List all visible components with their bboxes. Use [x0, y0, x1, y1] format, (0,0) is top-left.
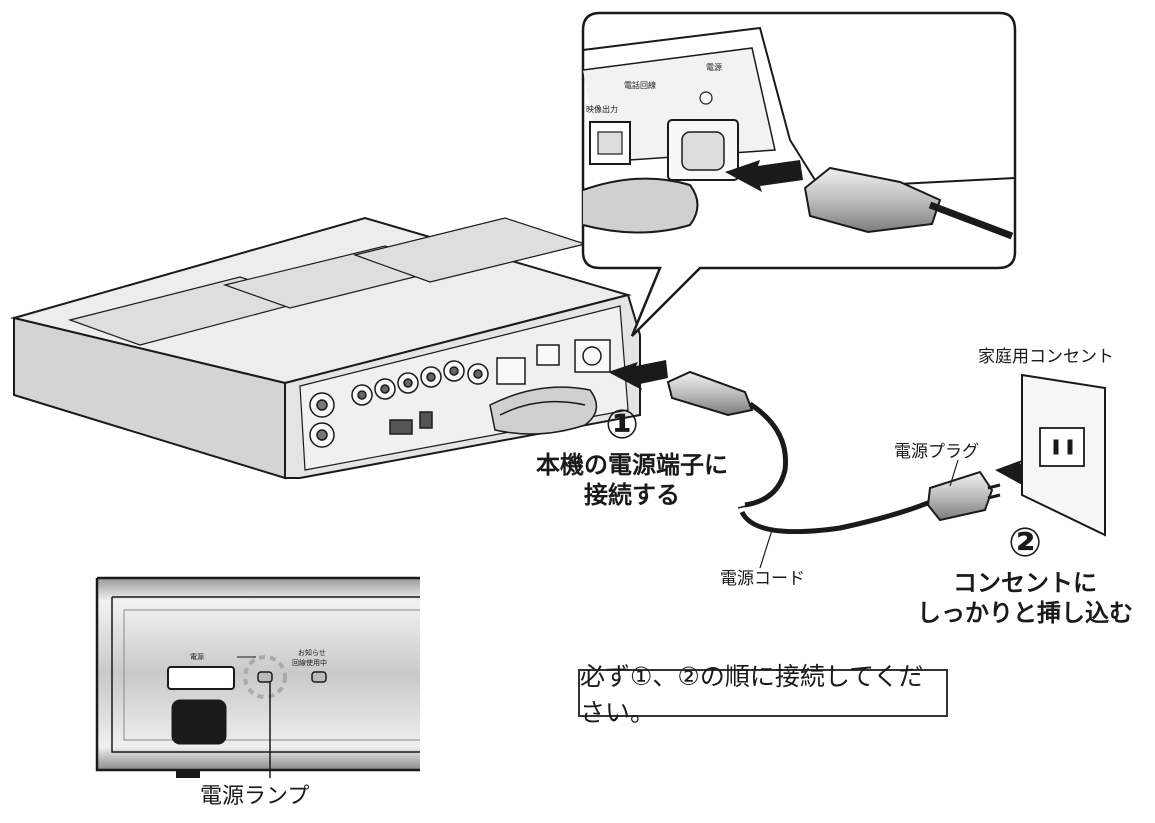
front-power-button-label: 電源	[190, 653, 204, 661]
outlet-label: 家庭用コンセント	[978, 347, 1114, 367]
cord-label: 電源コード	[720, 569, 805, 589]
step-1-text-line2: 接続する	[584, 481, 680, 509]
step-1-number: ①	[605, 402, 639, 448]
insert-arrow-rear	[608, 360, 668, 390]
order-note-box: 必ず①、②の順に接続してください。	[578, 662, 948, 727]
inset-phone-line-label: 電話回線	[624, 81, 656, 90]
front-panel	[95, 576, 420, 778]
plug-label: 電源プラグ	[894, 442, 979, 462]
step-2-number: ②	[1008, 520, 1042, 566]
wall-outlet	[1021, 373, 1106, 537]
step-2-text-line1: コンセントに	[953, 569, 1097, 597]
front-notice-label: お知らせ	[298, 649, 326, 657]
inset-video-out-label: 映像出力	[586, 105, 618, 114]
step-2-text-line2: しっかりと挿し込む	[917, 599, 1133, 627]
rear-connectors	[309, 339, 611, 448]
power-lamp-label: 電源ランプ	[200, 784, 310, 809]
inset-power-label: 電源	[706, 63, 722, 72]
step-1-text-line1: 本機の電源端子に	[536, 451, 728, 479]
front-line-in-use-label: 回線使用中	[292, 659, 327, 667]
power-cord	[666, 370, 1001, 569]
zoom-inset	[581, 11, 1017, 337]
order-note-text: 必ず①、②の順に接続してください。	[580, 662, 924, 727]
